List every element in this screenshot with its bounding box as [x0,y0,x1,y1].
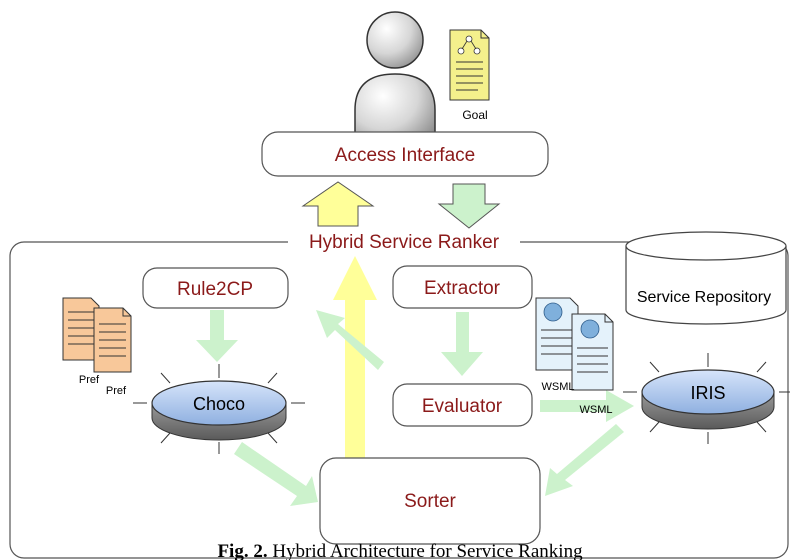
wsml-document-icon [571,313,614,391]
down-arrow-green [437,183,501,229]
extractor-label: Extractor [424,278,501,299]
ranker-title-mask [288,230,520,254]
access-interface-box [261,131,549,177]
pref-label-1: Pref [79,374,100,386]
iris-disk [623,353,790,444]
wsml-label-2: WSML [580,404,613,416]
arrow-sorter-to-rule2cp [316,310,384,370]
choco-label: Choco [193,394,245,414]
sorter-label: Sorter [404,491,456,512]
caption-fig-number: Fig. 2. [217,541,267,560]
extractor-box [392,265,533,309]
pref-document-icon [93,307,132,373]
arrow-extractor-to-evaluator [441,312,483,376]
goal-label: Goal [462,108,487,122]
choco-disk [133,364,305,454]
arrow-choco-to-sorter [234,442,318,506]
yellow-output-arrow [333,256,377,460]
arrow-rule2cp-to-choco [196,310,238,362]
pref-label-2: Pref [106,385,127,397]
goal-document-icon [449,29,490,101]
iris-label: IRIS [690,383,725,403]
evaluator-label: Evaluator [422,396,503,417]
access-interface-label: Access Interface [335,145,475,166]
service-repository-label: Service Repository [637,289,771,306]
up-arrow-yellow [301,181,375,227]
rule2cp-label: Rule2CP [177,279,253,300]
user-icon [354,11,436,149]
figure-caption: Fig. 2. Hybrid Architecture for Service … [217,541,583,560]
service-repository-cylinder [625,231,787,325]
wsml-label-1: WSML [542,381,575,393]
arrow-evaluator-to-iris [540,390,634,422]
sorter-box [319,457,541,545]
evaluator-box [392,383,533,427]
rule2cp-box [142,267,289,309]
arrow-iris-to-sorter [545,424,624,496]
caption-text: Hybrid Architecture for Service Ranking [272,541,583,560]
ranker-title: Hybrid Service Ranker [309,232,500,253]
